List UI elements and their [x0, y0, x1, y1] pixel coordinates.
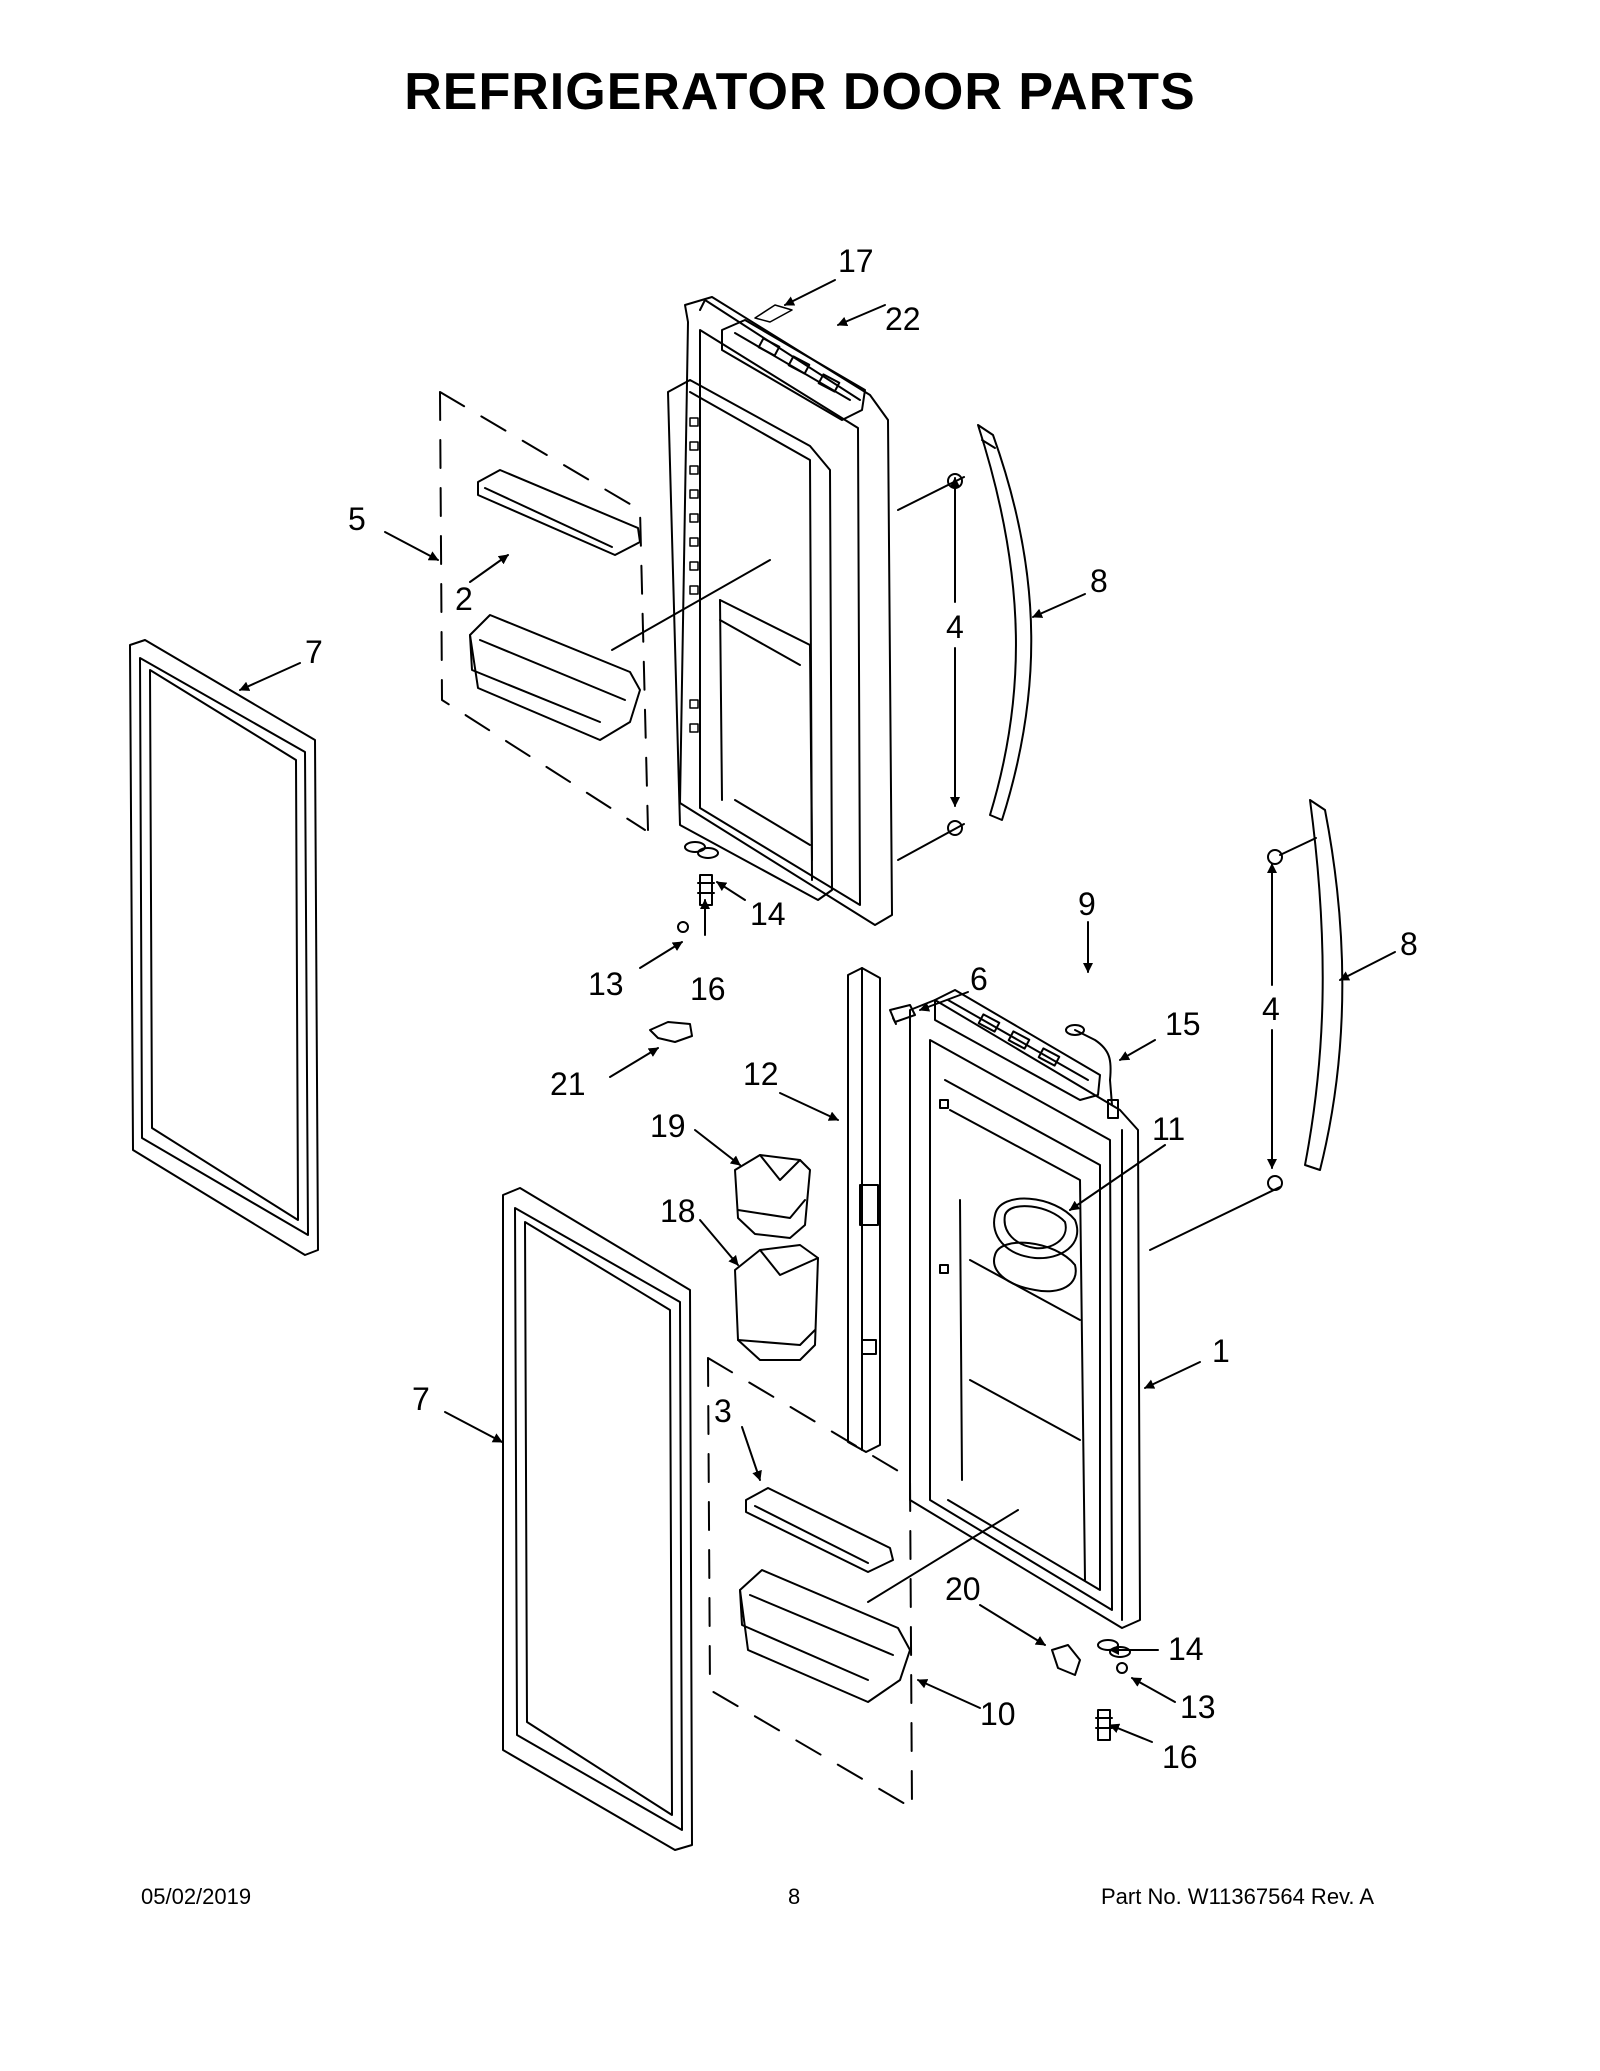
callout-14-lower: 14 — [1168, 1631, 1204, 1667]
callout-numbers: 17 22 5 2 7 8 4 14 13 16 21 9 6 15 4 8 1… — [305, 243, 1418, 1775]
door-bin-part-19 — [734, 1154, 811, 1239]
footer-part-number: Part No. W11367564 Rev. A — [1101, 1884, 1375, 1909]
upper-door-cap-part-22 — [721, 319, 866, 421]
clip-part-20 — [1051, 1644, 1081, 1676]
door-gasket-part-7-lower — [502, 1187, 693, 1851]
page-title: REFRIGERATOR DOOR PARTS — [404, 63, 1196, 121]
callout-19: 19 — [650, 1108, 686, 1144]
lower-door-liner-part-1 — [909, 999, 1141, 1629]
callout-6: 6 — [970, 961, 988, 997]
lower-hinge-parts — [1095, 1639, 1131, 1741]
callout-leaders — [239, 279, 1396, 1743]
callout-8-upper: 8 — [1090, 563, 1108, 599]
callout-10: 10 — [980, 1696, 1016, 1732]
center-mullion-part-12 — [847, 967, 881, 1453]
callout-13-upper: 13 — [588, 966, 624, 1002]
door-bin-part-18 — [734, 1244, 819, 1361]
bin-group-5-outline — [439, 391, 649, 831]
callout-11: 11 — [1152, 1111, 1185, 1147]
callout-17: 17 — [838, 243, 874, 279]
upper-door-shelf-tabs — [689, 417, 699, 733]
callout-14-upper: 14 — [750, 896, 786, 932]
callout-15: 15 — [1165, 1006, 1201, 1042]
upper-bin-part-2 — [469, 614, 641, 741]
bin-group-10-outline — [707, 1357, 913, 1809]
dispenser-gasket-part-11 — [993, 1197, 1079, 1293]
footer-page-number: 8 — [788, 1884, 801, 1909]
callout-18: 18 — [660, 1193, 696, 1229]
fitting-part-15 — [1107, 1099, 1119, 1119]
water-tube-part-9 — [1065, 1024, 1113, 1106]
footer-date: 05/02/2019 — [141, 1884, 252, 1909]
callout-7-lower: 7 — [412, 1381, 430, 1417]
upper-door-liner — [667, 296, 893, 926]
lower-bin-leader-line — [867, 1509, 1019, 1603]
callout-8-lower: 8 — [1400, 926, 1418, 962]
lower-door-cap — [934, 989, 1101, 1101]
callout-5: 5 — [348, 501, 366, 537]
callout-4-lower: 4 — [1262, 991, 1280, 1027]
callout-13-lower: 13 — [1180, 1689, 1216, 1725]
bin-leader-line — [611, 559, 771, 651]
screw-part-6 — [889, 1004, 916, 1025]
callout-22: 22 — [885, 301, 921, 337]
callout-3: 3 — [714, 1393, 732, 1429]
upper-shelf-part-2 — [477, 469, 641, 556]
callout-16-upper: 16 — [690, 971, 726, 1007]
callout-9: 9 — [1078, 886, 1096, 922]
callout-4-upper: 4 — [946, 609, 964, 645]
upper-hinge-parts — [677, 841, 719, 933]
callout-20: 20 — [945, 1571, 981, 1607]
callout-2: 2 — [455, 581, 473, 617]
callout-1: 1 — [1212, 1333, 1230, 1369]
clip-part-17 — [754, 304, 793, 323]
callout-21: 21 — [550, 1066, 586, 1102]
door-gasket-part-7-upper — [129, 639, 319, 1256]
callout-7-upper: 7 — [305, 634, 323, 670]
lower-bin-part-3 — [739, 1569, 911, 1703]
callout-12: 12 — [743, 1056, 779, 1092]
clip-part-21 — [649, 1021, 693, 1043]
callout-16-lower: 16 — [1162, 1739, 1198, 1775]
lower-shelf-part-3 — [745, 1487, 894, 1573]
